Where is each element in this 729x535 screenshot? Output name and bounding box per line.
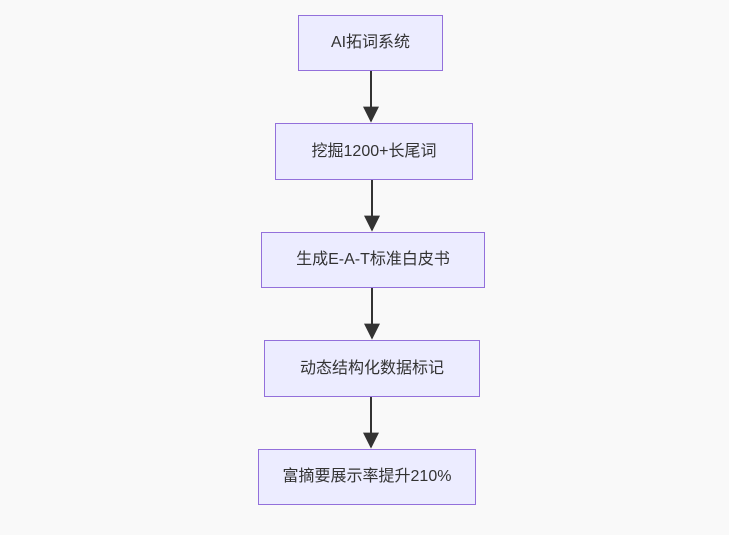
flow-node-label: 动态结构化数据标记 (299, 359, 444, 377)
flow-node-eat-whitepaper: 生成E-A-T标准白皮书 (261, 232, 485, 288)
flow-node-label: 富摘要展示率提升210% (282, 468, 452, 486)
flow-node-rich-snippet-result: 富摘要展示率提升210% (258, 449, 476, 505)
flow-node-structured-data: 动态结构化数据标记 (264, 340, 480, 397)
flow-node-ai-keyword-system: AI拓词系统 (298, 15, 443, 71)
flow-node-longtail-mining: 挖掘1200+长尾词 (275, 123, 473, 180)
flow-node-label: 生成E-A-T标准白皮书 (296, 251, 450, 269)
flow-node-label: 挖掘1200+长尾词 (311, 142, 437, 160)
flow-node-label: AI拓词系统 (330, 34, 411, 52)
